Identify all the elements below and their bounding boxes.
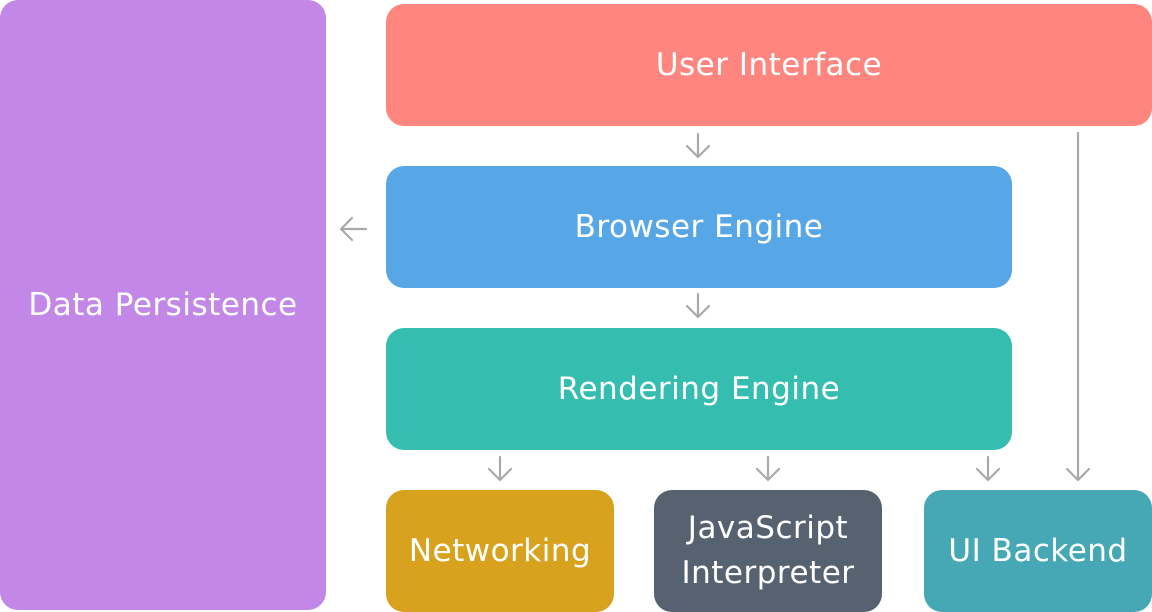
networking-box: Networking bbox=[386, 490, 614, 612]
javascript-interpreter-box: JavaScript Interpreter bbox=[654, 490, 882, 612]
arrow-ui-to-browser-engine bbox=[685, 132, 711, 159]
ui-backend-label: UI Backend bbox=[948, 532, 1128, 569]
arrow-browser-engine-to-data-persistence bbox=[339, 216, 368, 242]
rendering-engine-box: Rendering Engine bbox=[386, 328, 1012, 450]
javascript-interpreter-label-line-2: Interpreter bbox=[681, 555, 855, 591]
arrow-browser-engine-to-rendering-engine bbox=[685, 292, 711, 319]
javascript-interpreter-label: JavaScript Interpreter bbox=[681, 506, 854, 596]
arrow-rendering-engine-to-networking bbox=[487, 455, 513, 482]
networking-label: Networking bbox=[408, 532, 592, 569]
browser-engine-label: Browser Engine bbox=[574, 208, 824, 245]
arrow-rendering-engine-to-ui-backend bbox=[975, 455, 1001, 482]
user-interface-box: User Interface bbox=[386, 4, 1152, 126]
browser-engine-box: Browser Engine bbox=[386, 166, 1012, 288]
ui-backend-box: UI Backend bbox=[924, 490, 1152, 612]
arrow-rendering-engine-to-javascript-interpreter bbox=[755, 455, 781, 482]
javascript-interpreter-label-line-1: JavaScript bbox=[687, 510, 849, 547]
data-persistence-box: Data Persistence bbox=[0, 0, 326, 610]
data-persistence-label: Data Persistence bbox=[28, 286, 298, 323]
user-interface-label: User Interface bbox=[655, 46, 883, 83]
rendering-engine-label: Rendering Engine bbox=[557, 370, 841, 407]
arrow-user-interface-to-ui-backend bbox=[1065, 131, 1091, 482]
